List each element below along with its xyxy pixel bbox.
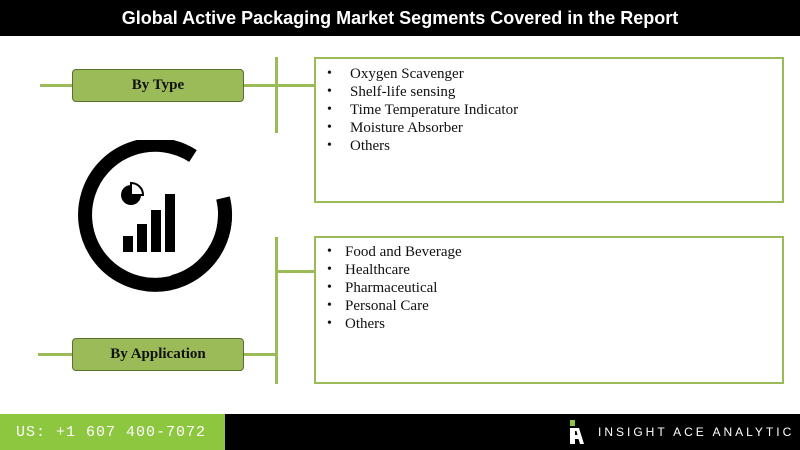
page-title: Global Active Packaging Market Segments …	[121, 7, 679, 28]
list-item: Oxygen Scavenger	[316, 65, 782, 83]
connector-type-left	[40, 84, 73, 87]
connector-app-vertical	[275, 237, 278, 384]
list-item: Healthcare	[316, 261, 782, 279]
connector-type-vertical	[275, 57, 278, 133]
application-items-list: Food and Beverage Healthcare Pharmaceuti…	[316, 243, 782, 333]
footer-phone: US: +1 607 400-7072	[16, 423, 207, 441]
application-items-box: Food and Beverage Healthcare Pharmaceuti…	[314, 236, 784, 384]
connector-app-box	[275, 270, 315, 273]
footer-brand-name: INSIGHT ACE ANALYTIC	[598, 425, 795, 439]
list-item: Moisture Absorber	[316, 119, 782, 137]
analytics-chart-icon	[73, 137, 237, 296]
header-bar: Global Active Packaging Market Segments …	[0, 0, 800, 36]
connector-app-left	[38, 353, 73, 356]
list-item: Others	[316, 137, 782, 155]
segment-label-text: By Application	[110, 346, 206, 362]
footer-phone-bar: US: +1 607 400-7072	[0, 414, 225, 450]
connector-app-right	[244, 353, 277, 356]
list-item: Food and Beverage	[316, 243, 782, 261]
list-item: Pharmaceutical	[316, 279, 782, 297]
connector-type-box	[275, 84, 315, 87]
segment-label-text: By Type	[131, 77, 185, 93]
segment-label-type: By Type	[72, 69, 244, 102]
footer-brand-bar: INSIGHT ACE ANALYTIC	[225, 414, 800, 450]
list-item: Personal Care	[316, 297, 782, 315]
insight-ace-logo-icon	[569, 420, 585, 444]
list-item: Shelf-life sensing	[316, 83, 782, 101]
segment-label-application: By Application	[72, 338, 244, 371]
type-items-list: Oxygen Scavenger Shelf-life sensing Time…	[316, 65, 782, 155]
list-item: Others	[316, 315, 782, 333]
list-item: Time Temperature Indicator	[316, 101, 782, 119]
type-items-box: Oxygen Scavenger Shelf-life sensing Time…	[314, 57, 784, 203]
connector-type-right	[244, 84, 277, 87]
